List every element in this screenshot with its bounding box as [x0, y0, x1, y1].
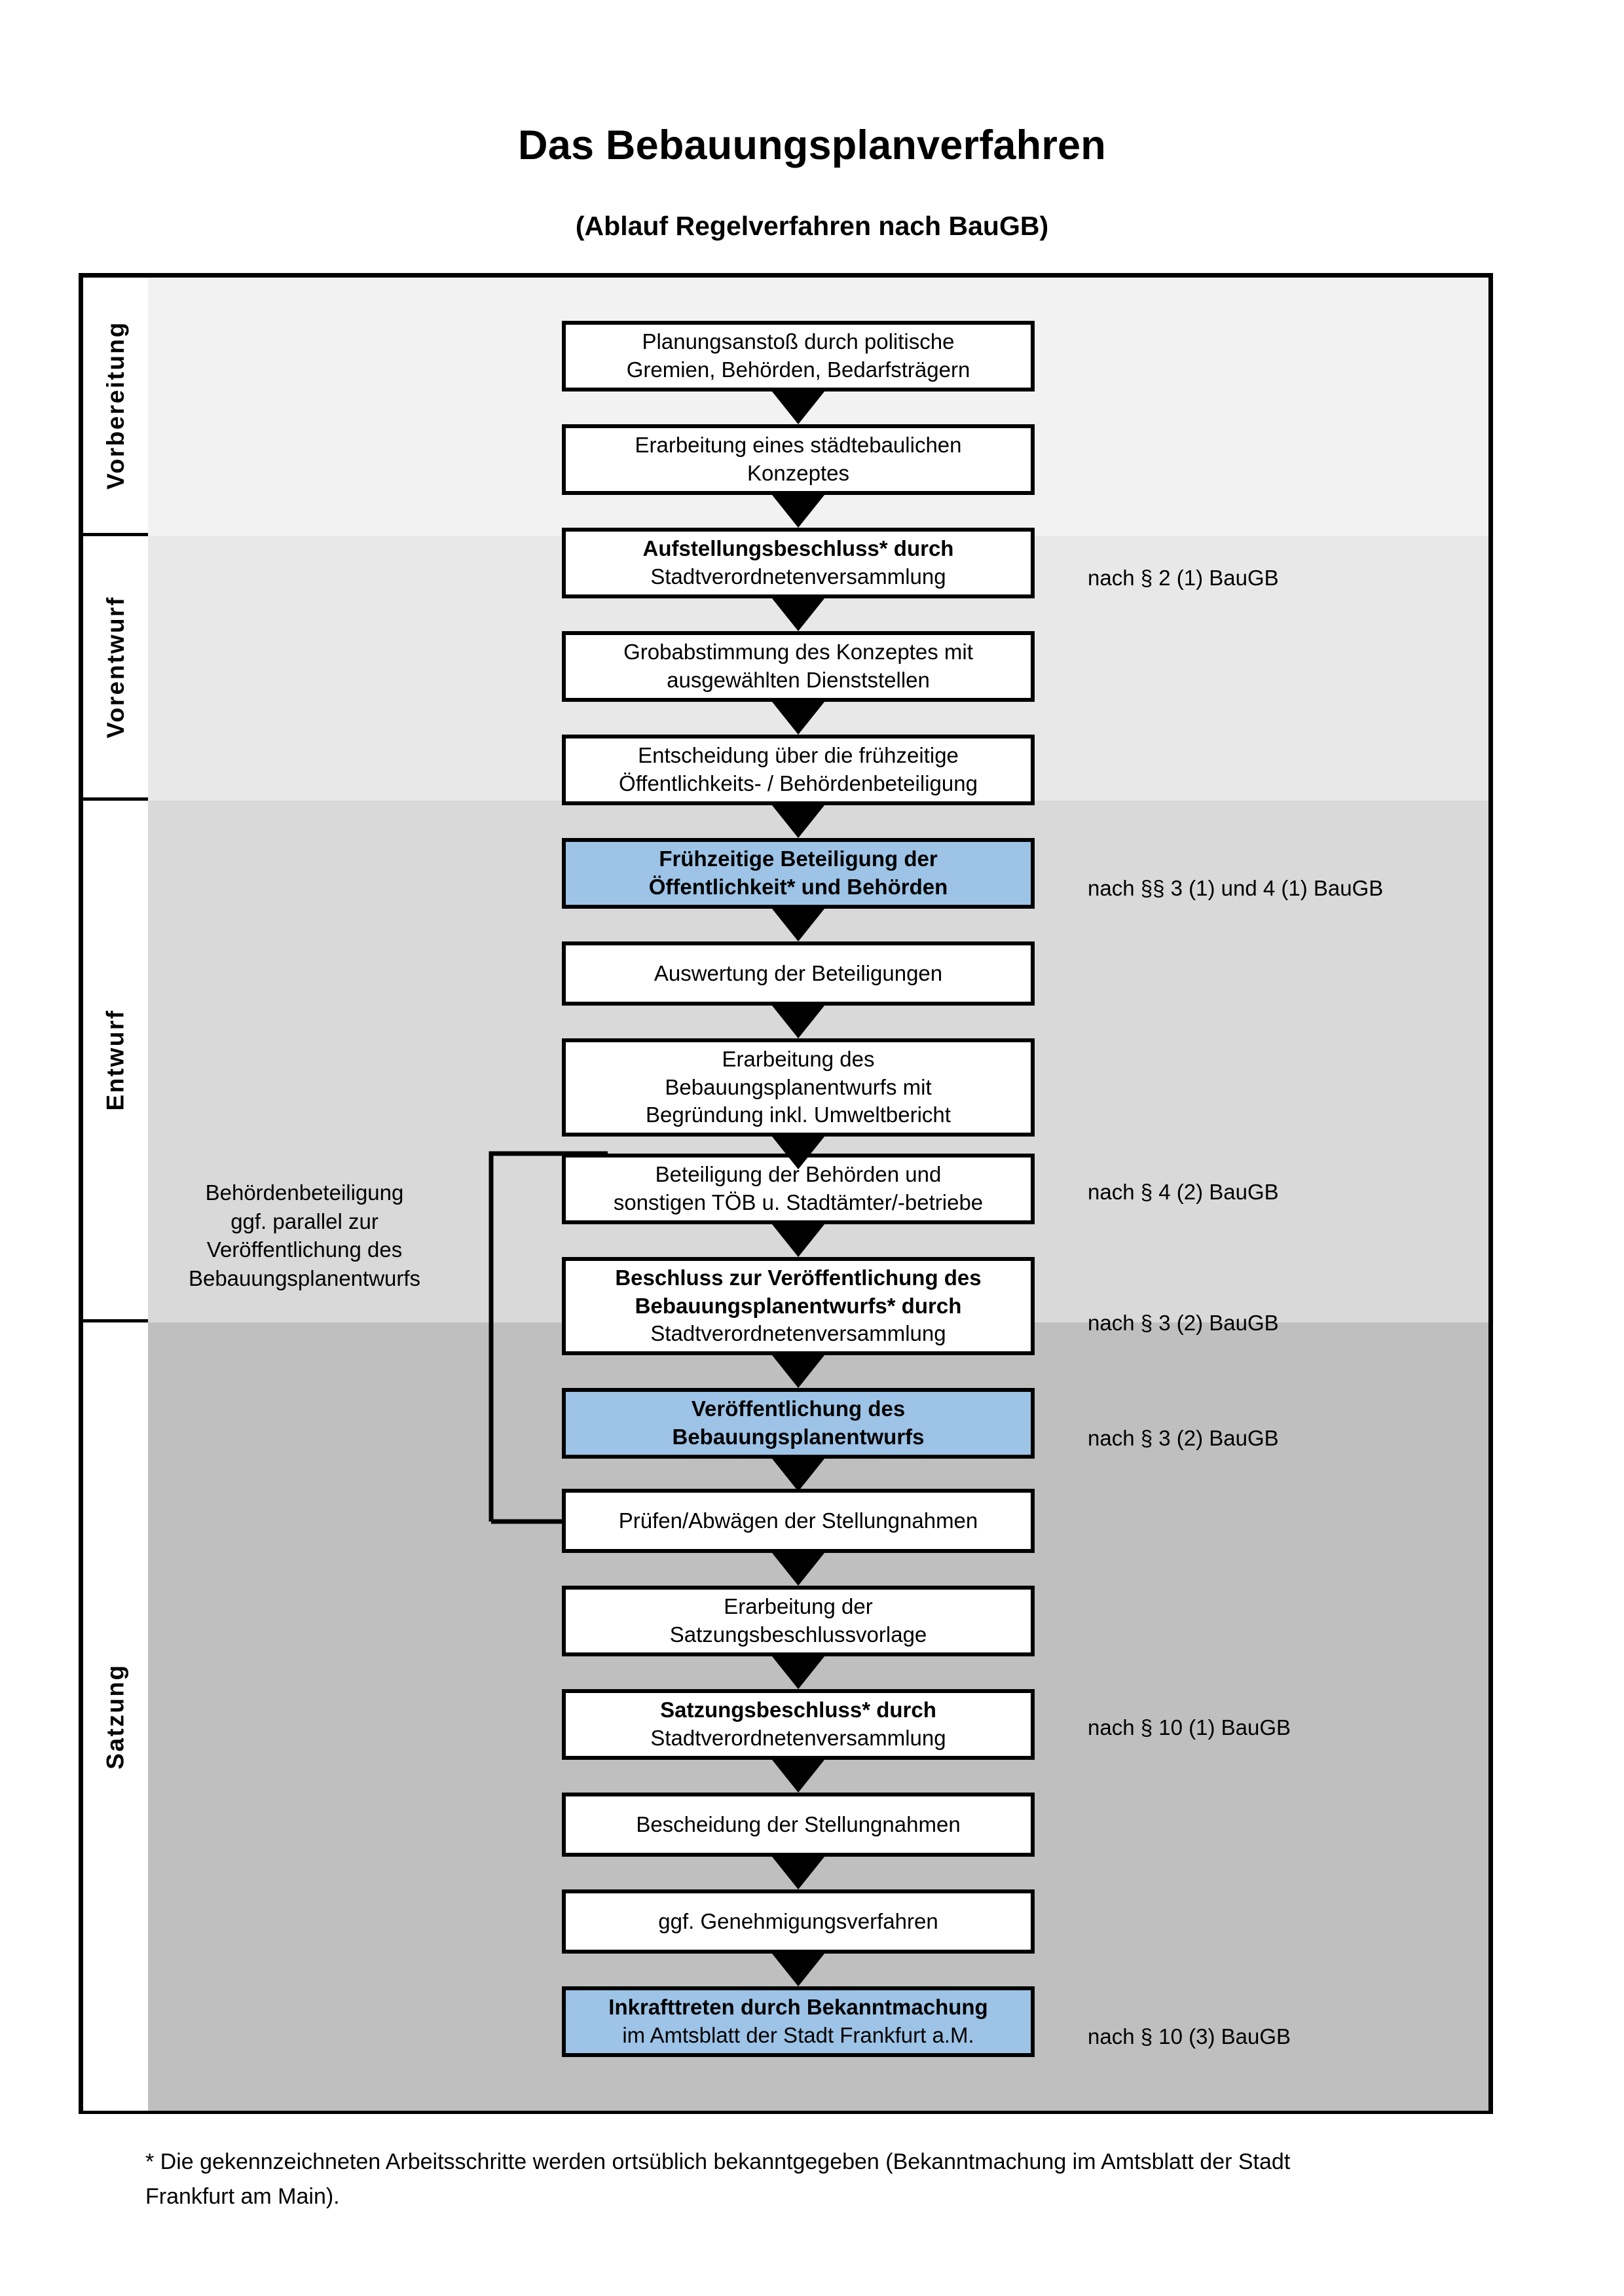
step-box-pruefen-abwaegen[interactable]: Prüfen/Abwägen der Stellungnahmen: [562, 1489, 1035, 1553]
side-note-line-3: Veröffentlichung des: [206, 1237, 403, 1262]
flow-arrow-down: [772, 1355, 824, 1388]
flow-arrow-down: [772, 1459, 824, 1491]
step-line: Bescheidung der Stellungnahmen: [636, 1812, 961, 1836]
flow-arrow-down: [772, 1137, 824, 1169]
step-box-fruehzeitige-beteiligung[interactable]: Frühzeitige Beteiligung der Öffentlichke…: [562, 838, 1035, 909]
legal-note-par-3-2-veroeffentlichung: nach § 3 (2) BauGB: [1088, 1426, 1279, 1450]
step-line: Inkrafttreten durch Bekanntmachung: [608, 1995, 988, 2020]
step-line: Beschluss zur Veröffentlichung des: [615, 1265, 982, 1290]
step-line: Auswertung der Beteiligungen: [654, 960, 943, 985]
flow-arrow-down: [772, 1553, 824, 1586]
legal-note-par-2-1: nach § 2 (1) BauGB: [1088, 566, 1279, 590]
legal-note-par-4-2: nach § 4 (2) BauGB: [1088, 1180, 1279, 1204]
step-line: Satzungsbeschlussvorlage: [669, 1622, 927, 1647]
side-note-line-2: ggf. parallel zur: [231, 1209, 378, 1233]
legal-note-par-3-2-beschluss: nach § 3 (2) BauGB: [1088, 1311, 1279, 1335]
flow-arrow-down: [772, 909, 824, 941]
step-line: Veröffentlichung des: [691, 1396, 906, 1421]
step-box-veroeffentlichung-entwurf[interactable]: Veröffentlichung des Bebauungsplanentwur…: [562, 1388, 1035, 1459]
flow-arrow-down: [772, 598, 824, 631]
band-label-vorentwurf: Vorentwurf: [83, 536, 148, 801]
step-line: Stadtverordnetenversammlung: [650, 564, 946, 589]
legal-note-par-3-1-4-1: nach §§ 3 (1) und 4 (1) BauGB: [1088, 876, 1384, 900]
step-line: Stadtverordnetenversammlung: [650, 1726, 946, 1750]
step-box-grobabstimmung[interactable]: Grobabstimmung des Konzeptes mit ausgewä…: [562, 631, 1035, 702]
step-box-aufstellungsbeschluss[interactable]: Aufstellungsbeschluss* durch Stadtverord…: [562, 528, 1035, 598]
step-line: sonstigen TÖB u. Stadtämter/-betriebe: [613, 1190, 984, 1214]
side-note-line-4: Bebauungsplanentwurfs: [188, 1266, 421, 1290]
flow-arrow-down: [772, 1954, 824, 1986]
flow-arrow-down: [772, 702, 824, 735]
step-line: Frühzeitige Beteiligung der: [659, 847, 938, 871]
step-line: Entscheidung über die frühzeitige: [638, 743, 959, 768]
step-line: Begründung inkl. Umweltbericht: [646, 1102, 951, 1127]
footnote-line-2: Frankfurt am Main).: [145, 2183, 340, 2209]
step-line: Prüfen/Abwägen der Stellungnahmen: [618, 1508, 978, 1533]
step-box-inkrafttreten[interactable]: Inkrafttreten durch Bekanntmachung im Am…: [562, 1986, 1035, 2057]
legal-note-par-10-3: nach § 10 (3) BauGB: [1088, 2024, 1291, 2049]
page-subtitle: (Ablauf Regelverfahren nach BauGB): [575, 211, 1049, 241]
step-box-planungsanstoss[interactable]: Planungsanstoß durch politische Gremien,…: [562, 321, 1035, 392]
step-line: Bebauungsplanentwurfs: [672, 1425, 925, 1449]
side-note-behoerdenbeteiligung: Behördenbeteiligung ggf. parallel zur Ve…: [157, 1178, 452, 1292]
step-line: Öffentlichkeits- / Behördenbeteiligung: [619, 771, 978, 795]
page-title: Das Bebauungsplanverfahren: [518, 122, 1106, 168]
step-line: Planungsanstoß durch politische: [642, 329, 955, 354]
flow-arrow-down: [772, 1760, 824, 1793]
step-line: Erarbeitung der: [724, 1594, 873, 1619]
band-label-column: Vorbereitung Vorentwurf Entwurf Satzung: [83, 278, 148, 2111]
step-line: im Amtsblatt der Stadt Frankfurt a.M.: [622, 2023, 974, 2047]
step-line: Konzeptes: [747, 461, 849, 485]
step-box-bescheidung-stellungnahmen[interactable]: Bescheidung der Stellungnahmen: [562, 1793, 1035, 1857]
step-line: ggf. Genehmigungsverfahren: [658, 1908, 938, 1933]
step-box-beschluss-veroeffentlichung[interactable]: Beschluss zur Veröffentlichung des Bebau…: [562, 1257, 1035, 1355]
band-label-text-satzung: Satzung: [101, 1664, 129, 1770]
step-box-satzungsbeschluss[interactable]: Satzungsbeschluss* durch Stadtverordnete…: [562, 1689, 1035, 1760]
flow-arrow-down: [772, 1656, 824, 1689]
band-label-text-vorentwurf: Vorentwurf: [101, 595, 129, 738]
process-diagram-frame: Vorbereitung Vorentwurf Entwurf Satzung …: [79, 273, 1493, 2114]
step-line: Öffentlichkeit* und Behörden: [648, 875, 948, 899]
flow-arrow-down: [772, 1006, 824, 1038]
step-line: Erarbeitung eines städtebaulichen: [635, 433, 962, 458]
side-note-line-1: Behördenbeteiligung: [205, 1180, 404, 1205]
band-label-satzung: Satzung: [83, 1322, 148, 2111]
flow-arrow-down: [772, 495, 824, 528]
legal-note-par-10-1: nach § 10 (1) BauGB: [1088, 1715, 1291, 1740]
step-line: Grobabstimmung des Konzeptes mit: [623, 640, 973, 665]
step-line: Stadtverordnetenversammlung: [650, 1321, 946, 1346]
step-line: Erarbeitung des: [722, 1046, 875, 1071]
band-label-vorbereitung: Vorbereitung: [83, 278, 148, 536]
flow-arrow-down: [772, 1857, 824, 1889]
step-line: ausgewählten Dienststellen: [667, 668, 930, 692]
band-label-entwurf: Entwurf: [83, 801, 148, 1322]
flow-arrow-down: [772, 1224, 824, 1257]
step-box-auswertung-beteiligungen[interactable]: Auswertung der Beteiligungen: [562, 941, 1035, 1006]
step-line: Bebauungsplanentwurfs* durch: [635, 1293, 962, 1318]
step-line: Gremien, Behörden, Bedarfsträgern: [626, 357, 970, 382]
step-line: Satzungsbeschluss* durch: [660, 1698, 936, 1722]
step-box-genehmigungsverfahren[interactable]: ggf. Genehmigungsverfahren: [562, 1889, 1035, 1954]
step-box-erarbeitung-bebauungsplanentwurf[interactable]: Erarbeitung des Bebauungsplanentwurfs mi…: [562, 1038, 1035, 1137]
band-label-text-vorbereitung: Vorbereitung: [101, 321, 129, 490]
step-line: Aufstellungsbeschluss* durch: [642, 536, 954, 561]
footnote: * Die gekennzeichneten Arbeitsschritte w…: [145, 2145, 1494, 2214]
footnote-line-1: * Die gekennzeichneten Arbeitsschritte w…: [145, 2149, 1291, 2174]
step-box-erarbeitung-satzungsbeschlussvorlage[interactable]: Erarbeitung der Satzungsbeschlussvorlage: [562, 1586, 1035, 1656]
flow-arrow-down: [772, 392, 824, 424]
band-label-text-entwurf: Entwurf: [101, 1009, 129, 1111]
step-box-entscheidung-fruehzeitige[interactable]: Entscheidung über die frühzeitige Öffent…: [562, 735, 1035, 805]
step-line: Bebauungsplanentwurfs mit: [665, 1074, 932, 1099]
flow-arrow-down: [772, 805, 824, 838]
step-box-erarbeitung-konzept[interactable]: Erarbeitung eines städtebaulichen Konzep…: [562, 424, 1035, 495]
